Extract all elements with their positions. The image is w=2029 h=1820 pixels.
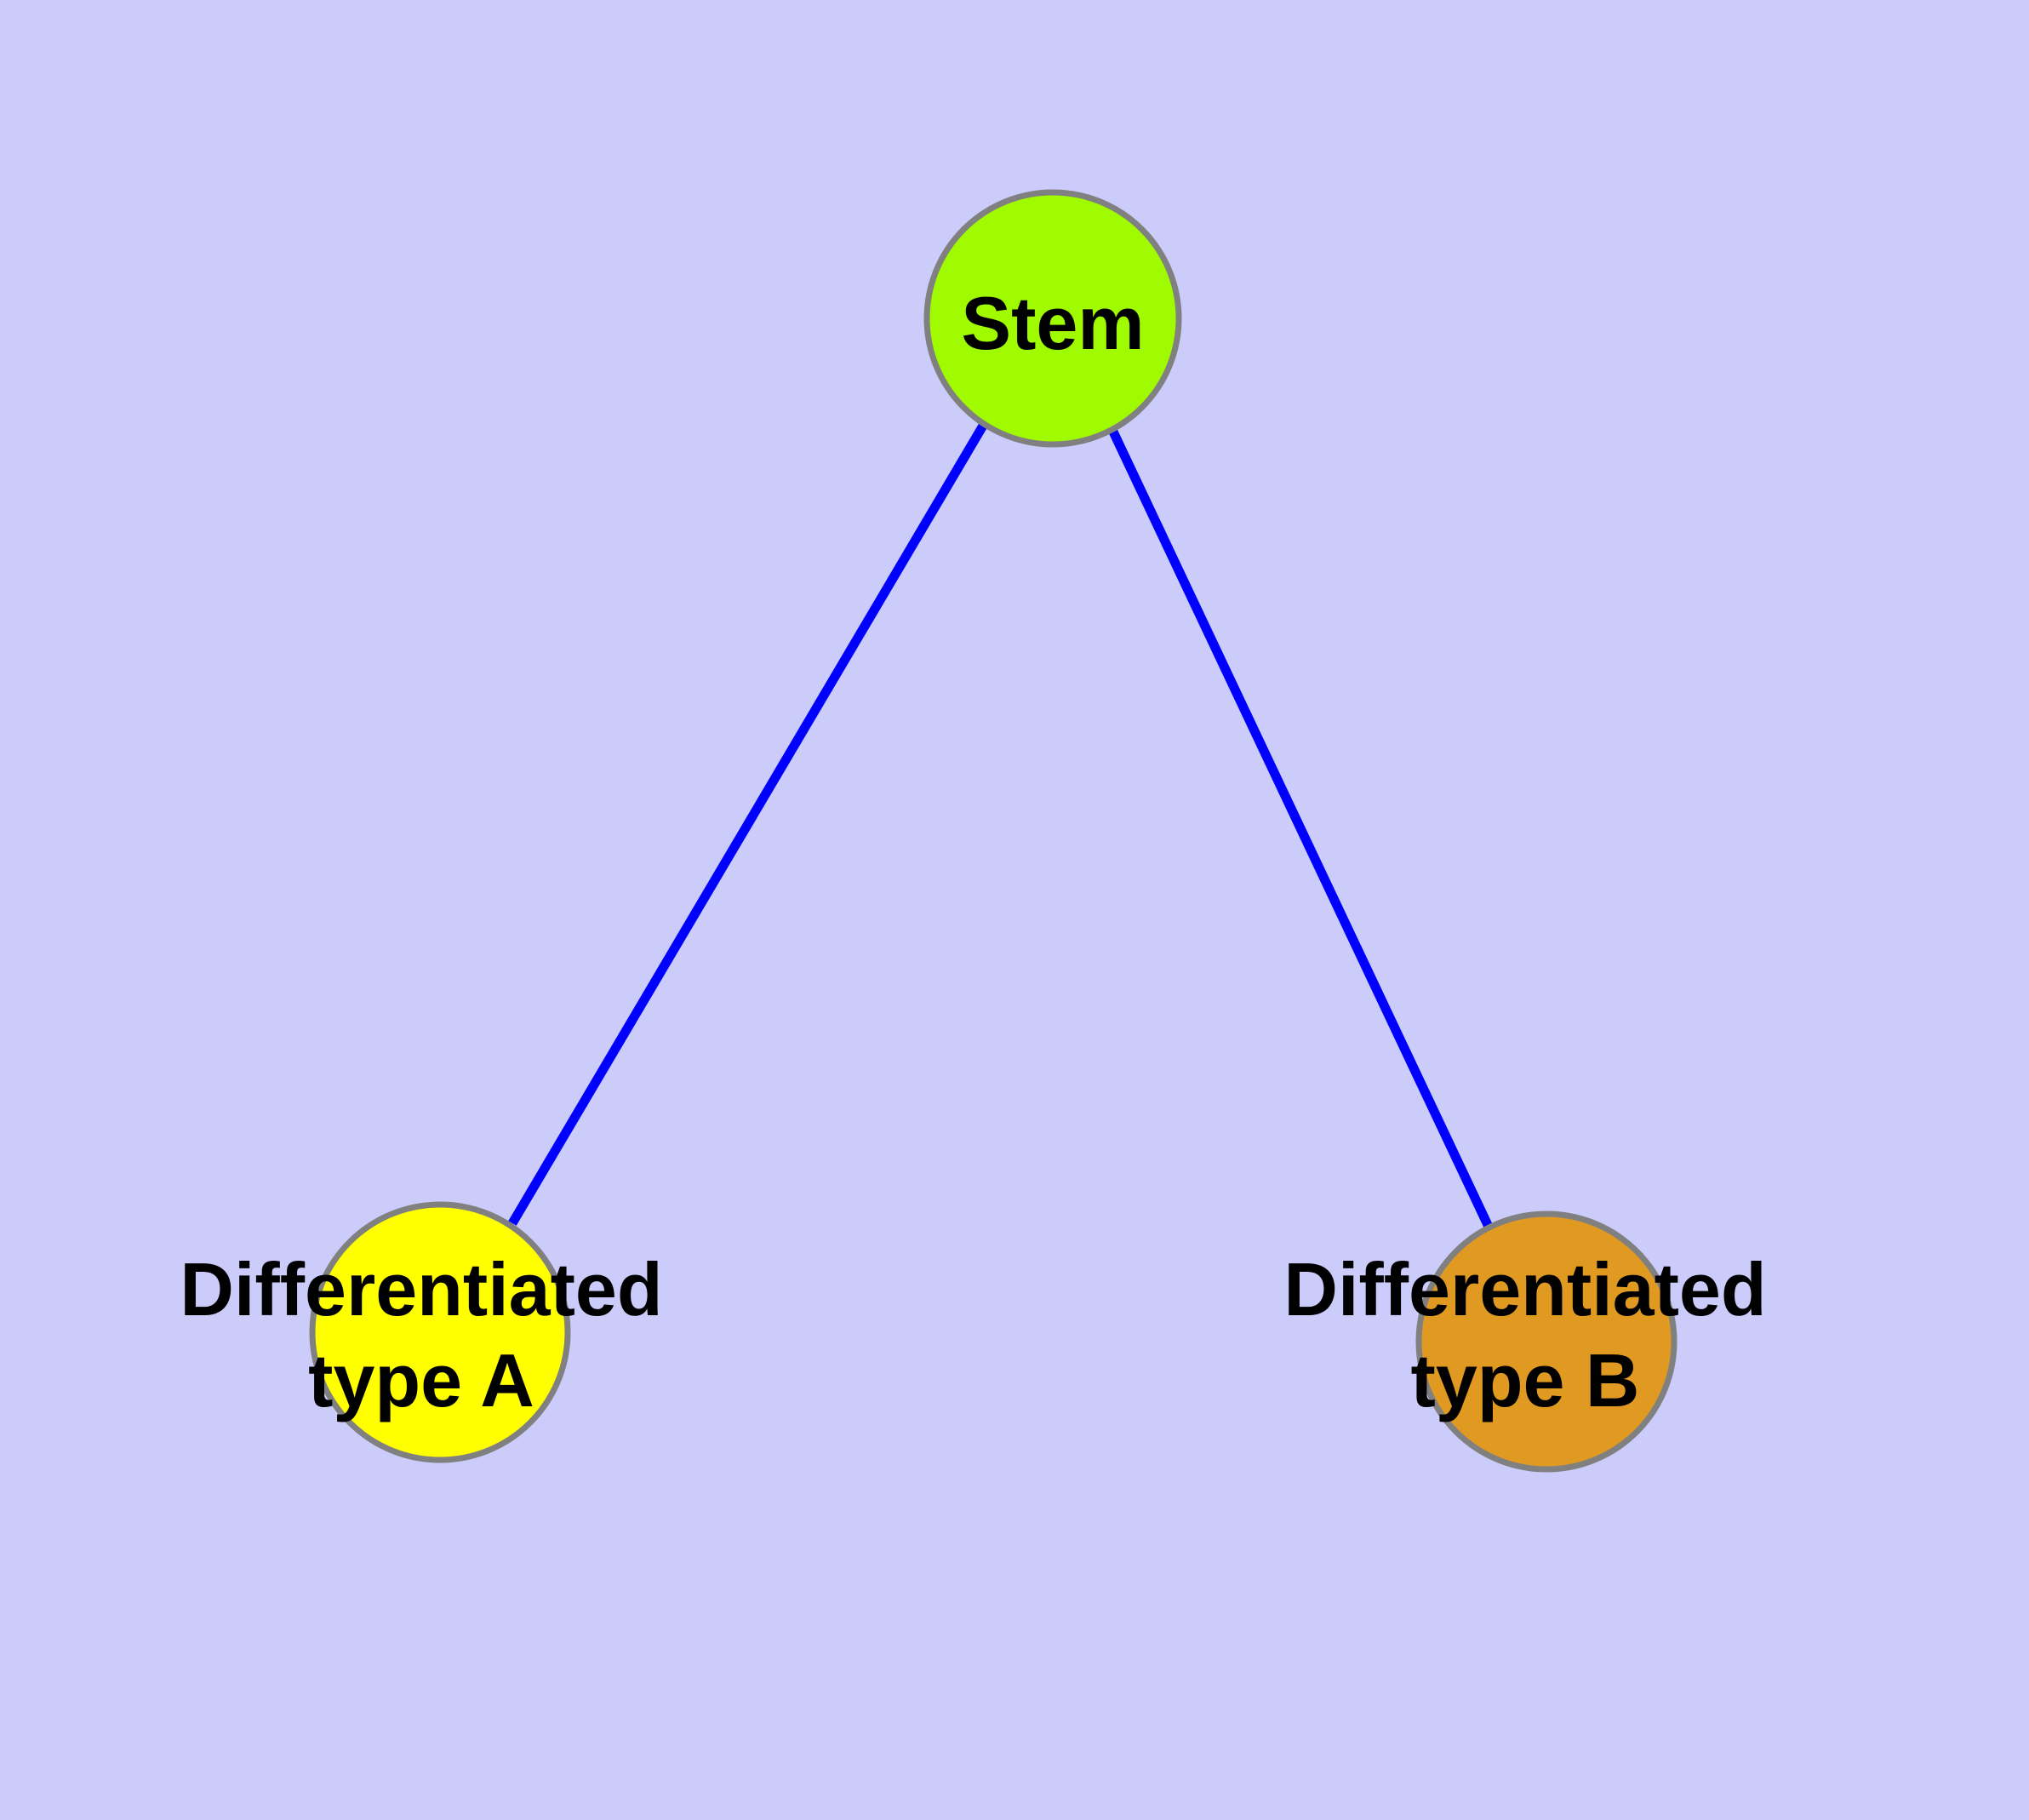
stem-node-circle[interactable] [923, 189, 1182, 448]
differentiated-type-b-node-circle[interactable] [1415, 1210, 1677, 1473]
differentiated-type-b-node-label-line1: Differentiated [1283, 1247, 1766, 1331]
differentiated-type-a-node-circle[interactable] [309, 1201, 571, 1463]
edges-group [508, 423, 1493, 1229]
differentiated-type-b-node-label-line2: type B [1411, 1338, 1640, 1422]
node-stem[interactable]: Stem [923, 189, 1182, 448]
edge-stem-to-differentiated-type-a[interactable] [508, 423, 987, 1226]
differentiated-type-a-node-label-line1: Differentiated [180, 1247, 662, 1331]
edge-stem-to-differentiated-type-b[interactable] [1108, 427, 1493, 1229]
node-differentiated-type-b[interactable]: Differentiated type B [1283, 1210, 1767, 1473]
node-differentiated-type-a[interactable]: Differentiated type A [180, 1201, 663, 1463]
differentiated-type-a-node-label-line2: type A [308, 1338, 534, 1422]
stem-node-label: Stem [961, 281, 1144, 365]
